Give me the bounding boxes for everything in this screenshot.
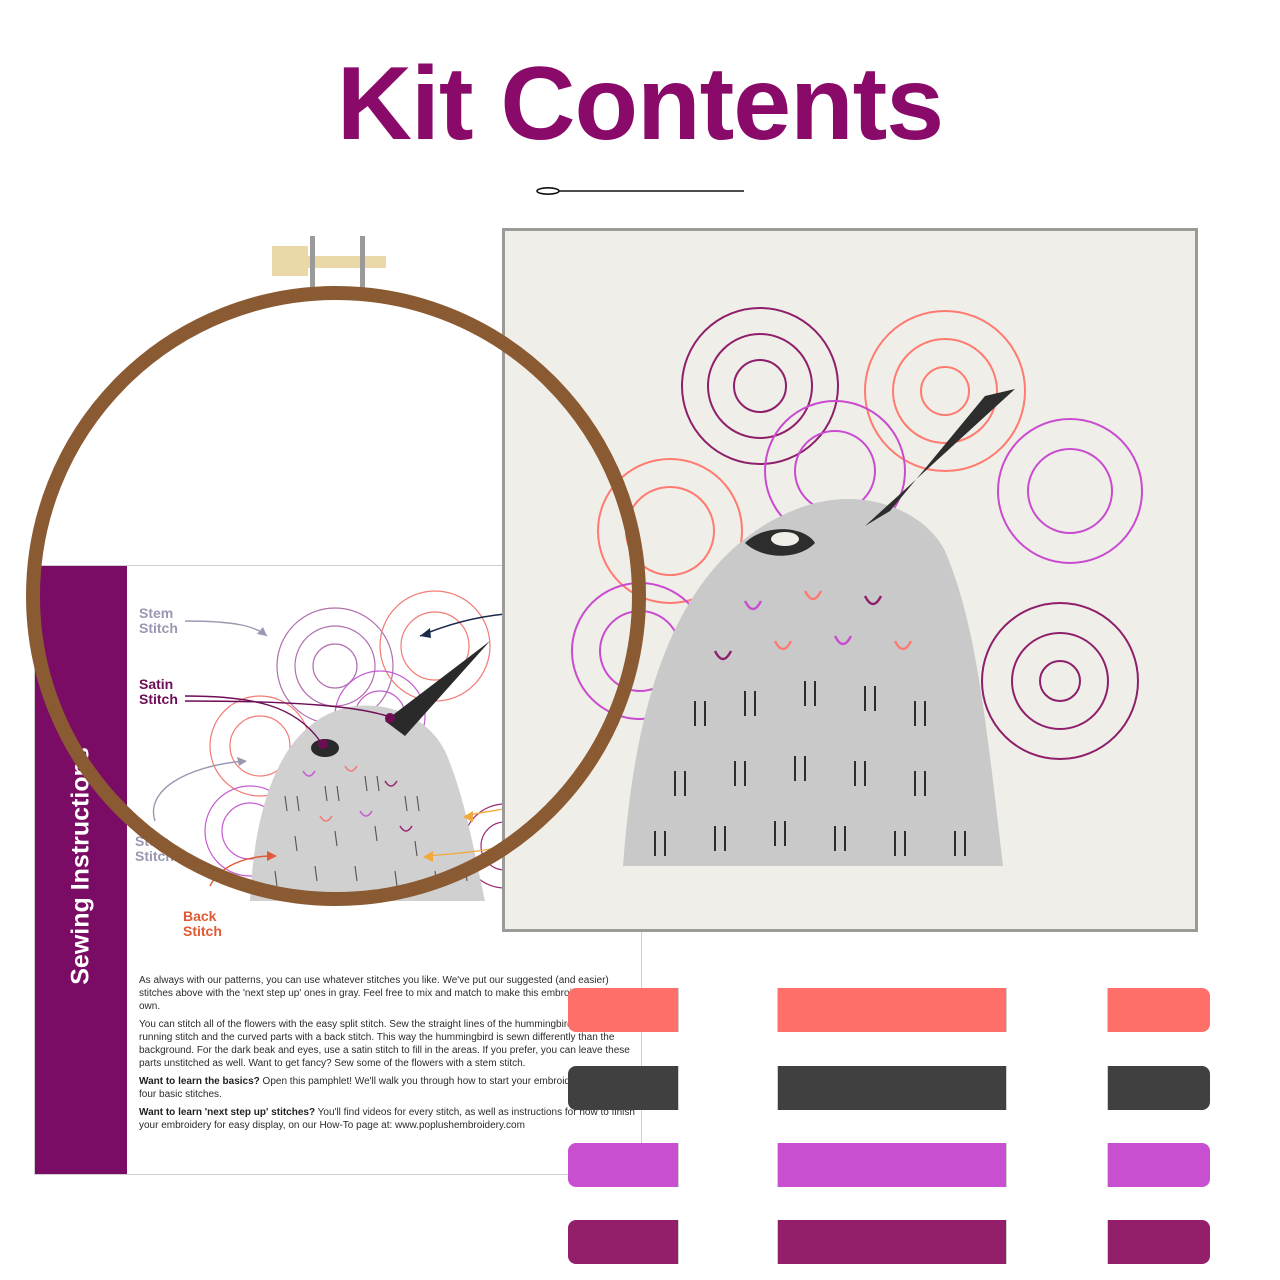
- floss-skein-charcoal: [568, 1066, 1210, 1110]
- pattern-bird: [250, 641, 490, 901]
- needle-divider-icon: [536, 187, 744, 196]
- floss-skein-plum: [568, 1220, 1210, 1264]
- floss-skein-coral: [568, 988, 1210, 1032]
- sheet-paragraph-1: As always with our patterns, you can use…: [139, 975, 614, 1012]
- hoop-screw-icon: [272, 236, 386, 288]
- back-stitch-label: Back Stitch: [183, 908, 222, 939]
- fabric-bird: [623, 389, 1015, 866]
- printed-fabric: [502, 228, 1198, 932]
- stem-stitch-label: Stem Stitch: [139, 605, 178, 636]
- sheet-basics: Want to learn the basics? Open this pamp…: [139, 1075, 635, 1101]
- sheet-body-text: As always with our patterns, you can use…: [139, 974, 635, 1137]
- next-step-heading: Want to learn 'next step up' stitches?: [139, 1107, 316, 1118]
- hummingbird-illustration: [571, 307, 1143, 866]
- stem-stitch-label-2: Stem Stitch: [135, 833, 174, 864]
- page-title: Kit Contents: [336, 46, 944, 162]
- satin-stitch-label: Satin Stitch: [139, 676, 178, 707]
- basics-heading: Want to learn the basics?: [139, 1076, 260, 1087]
- next-step-text: You'll find videos for every stitch, as …: [139, 1107, 635, 1131]
- sheet-paragraph-2: You can stitch all of the flowers with t…: [139, 1019, 630, 1069]
- floss-skein-orchid: [568, 1143, 1210, 1187]
- sheet-next-step: Want to learn 'next step up' stitches? Y…: [139, 1106, 635, 1132]
- basics-text: Open this pamphlet! We'll walk you throu…: [139, 1076, 630, 1100]
